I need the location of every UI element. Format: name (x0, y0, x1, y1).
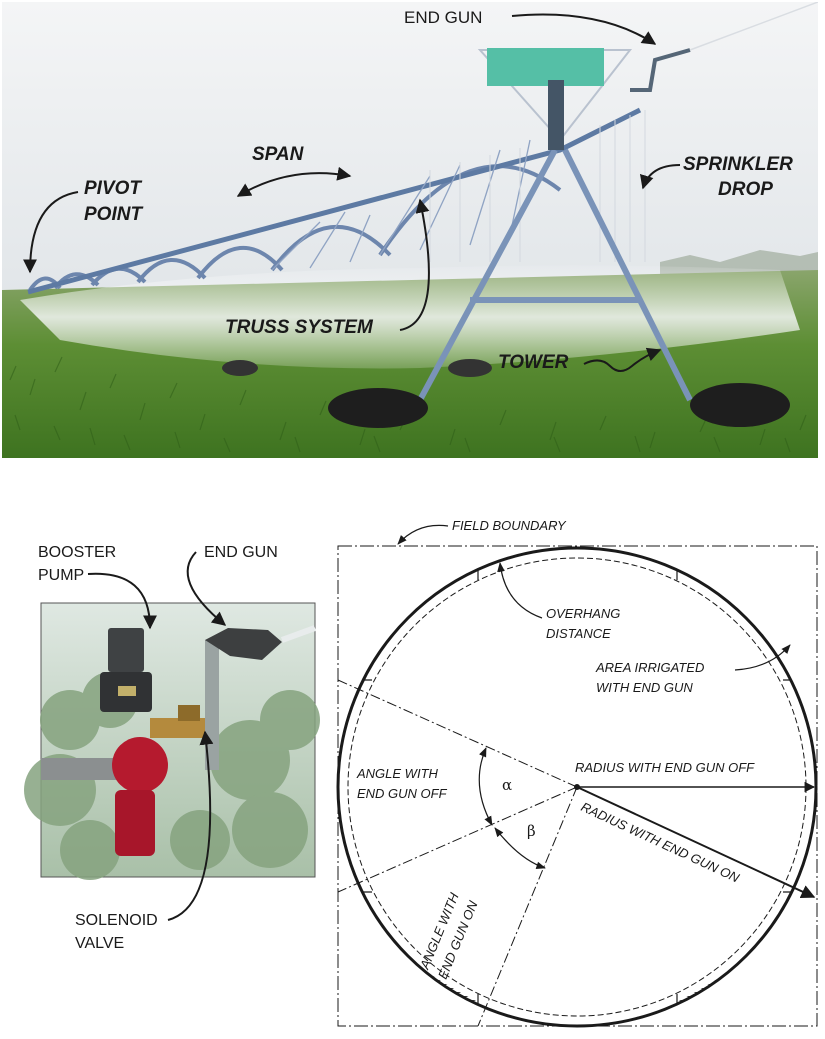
pivot-photo (2, 2, 818, 458)
span-label: SPAN (252, 144, 305, 165)
truss-system-label: TRUSS SYSTEM (225, 317, 374, 338)
angle-line-lower (337, 786, 578, 893)
inset-end-gun-arrow (186, 551, 227, 626)
sprinkler-drop-label-line2: DROP (718, 179, 773, 200)
beta-symbol: β (527, 822, 536, 840)
field-boundary-label: FIELD BOUNDARY (452, 518, 567, 533)
inset-end-gun-label: END GUN (204, 544, 278, 561)
field-diagram: FIELD BOUNDARY OVERHANG DISTANCE AREA IR… (336, 518, 818, 1028)
booster-pump-arrow (87, 572, 157, 630)
end-gun-arrow (511, 13, 657, 45)
area-irrigated-label-line2: WITH END GUN (596, 680, 693, 695)
angle-line-upper (337, 679, 578, 788)
angle-end-gun-off-label-line2: END GUN OFF (357, 786, 448, 801)
area-irrigated-label-line1: AREA IRRIGATED (595, 660, 704, 675)
angle-line-bottom (477, 786, 578, 1027)
overhang-distance-label-line2: DISTANCE (546, 626, 611, 641)
alpha-arc (478, 747, 493, 826)
tower-squiggle (583, 347, 662, 372)
area-irrigated-arrow (734, 644, 791, 671)
photo-annotations: END GUN SPAN PIVOT POINT SPRINKLER DROP … (23, 8, 793, 373)
booster-pump-label-line2: PUMP (38, 567, 84, 584)
span-arrow (236, 166, 352, 197)
end-gun-label: END GUN (404, 8, 482, 27)
pivot-point-label-line2: POINT (84, 204, 143, 225)
pivot-point-arrow (23, 191, 79, 274)
beta-arc (494, 827, 546, 870)
end-gun-inset-photo (24, 602, 320, 880)
radius-end-gun-off-label: RADIUS WITH END GUN OFF (575, 760, 755, 775)
truss-system-arrow (399, 198, 430, 331)
radius-end-gun-on-arrow (576, 786, 816, 899)
tower-label: TOWER (498, 352, 569, 373)
solenoid-valve-label-line1: SOLENOID (75, 912, 158, 929)
sprinkler-drop-arrow (639, 164, 681, 190)
booster-pump-label-line1: BOOSTER (38, 544, 116, 561)
inset-annotations: BOOSTER PUMP END GUN SOLENOID VALVE (38, 544, 278, 952)
alpha-symbol: α (502, 776, 512, 794)
solenoid-valve-label-line2: VALVE (75, 935, 124, 952)
irrigated-circle-end-gun-on (336, 546, 818, 1028)
field-boundary-arrow (397, 524, 449, 545)
solenoid-valve-arrow (167, 730, 214, 921)
overhang-distance-arrow (497, 562, 543, 619)
angle-end-gun-off-label-line1: ANGLE WITH (356, 766, 439, 781)
overhang-distance-label-line1: OVERHANG (546, 606, 620, 621)
pivot-point-label-line1: PIVOT (84, 178, 142, 199)
sprinkler-drop-label-line1: SPRINKLER (683, 154, 793, 175)
